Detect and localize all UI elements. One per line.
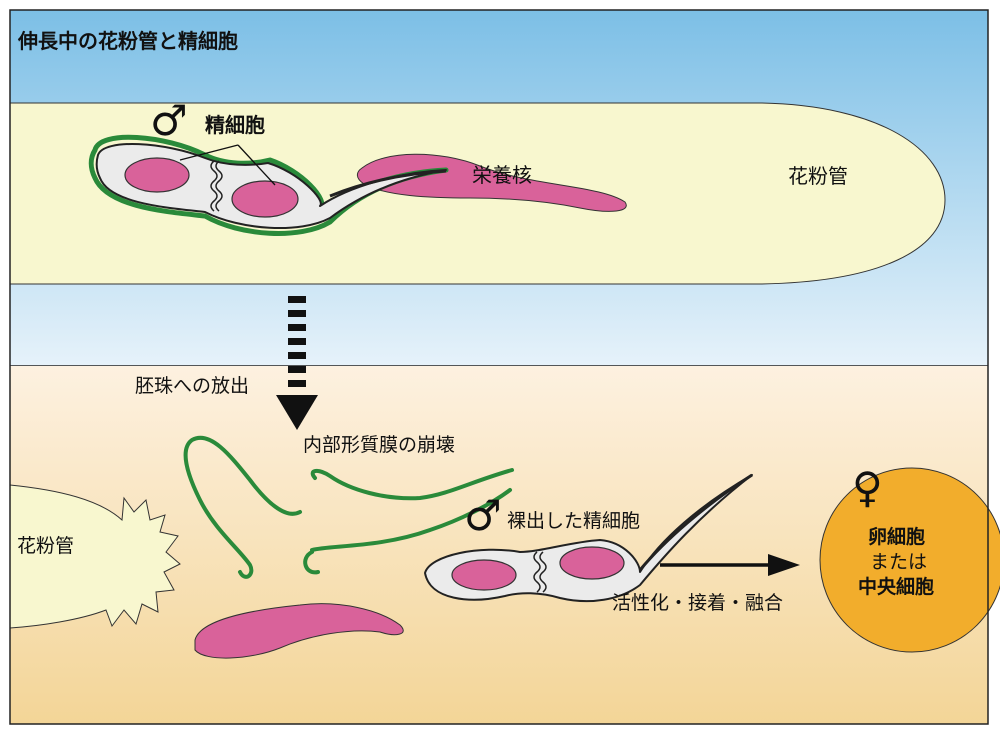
membrane-fragment-4 (303, 550, 320, 575)
dash-4 (288, 338, 306, 345)
naked-sperm-nucleus-2 (559, 546, 625, 580)
naked-sperm-label: 裸出した精細胞 (507, 510, 640, 532)
dash-2 (288, 310, 306, 317)
male-symbol-icon: ♂ (150, 96, 188, 145)
membrane-fragments (183, 435, 514, 579)
membrane-fragment-1 (183, 435, 302, 579)
release-arrow-head (276, 395, 318, 430)
naked-cell-junction-2 (539, 551, 547, 593)
released-vegetative-nucleus (194, 603, 404, 659)
naked-sperm-cells (424, 473, 753, 603)
membrane-fragment-3 (310, 488, 512, 552)
cell-junction (210, 160, 218, 212)
naked-sperm-tail (638, 473, 753, 571)
sperm-label-leader (179, 144, 276, 186)
pollen-tube-tip (9, 484, 181, 629)
vegetative-nucleus-label: 栄養核 (472, 163, 532, 187)
dash-3 (288, 324, 306, 331)
dash-5 (288, 352, 306, 359)
fusion-arrow-head (768, 554, 800, 576)
male-symbol-icon-bottom: ♂ (464, 491, 502, 540)
target-line-2: または (870, 551, 927, 573)
top-title: 伸長中の花粉管と精細胞 (17, 29, 238, 53)
pollen-tube-label-bottom: 花粉管 (17, 535, 74, 557)
top-panel: 伸長中の花粉管と精細胞 ♂ 精細胞 栄養核 花粉管 (9, 10, 988, 366)
bottom-panel: 胚珠への放出 内部形質膜の崩壊 花粉管 ♂ 裸出した精細胞 活性化・接着・融合 … (9, 366, 1000, 724)
pollen-tube-label: 花粉管 (788, 164, 848, 188)
naked-sperm-nucleus-1 (451, 559, 517, 591)
membrane-fragment-2 (310, 468, 514, 501)
process-label: 活性化・接着・融合 (612, 592, 783, 614)
release-arrow (276, 296, 318, 430)
sperm-label: 精細胞 (205, 113, 265, 137)
female-symbol-icon: ♀ (852, 463, 883, 512)
sperm-nucleus-1 (124, 157, 190, 193)
cell-junction-2 (215, 160, 223, 212)
naked-cell-junction (533, 551, 541, 593)
dash-1 (288, 296, 306, 303)
egg-cell (819, 467, 1000, 653)
dash-7 (288, 380, 306, 387)
sperm-cells-top (88, 134, 449, 236)
target-line-1: 卵細胞 (868, 525, 925, 548)
dash-6 (288, 366, 306, 373)
release-label: 胚珠への放出 (135, 375, 249, 397)
membrane-collapse-label: 内部形質膜の崩壊 (303, 434, 455, 456)
target-line-3: 中央細胞 (858, 575, 934, 598)
outer-frame (9, 9, 989, 725)
sperm-nucleus-2 (231, 180, 299, 218)
sperm-tail (329, 169, 447, 198)
